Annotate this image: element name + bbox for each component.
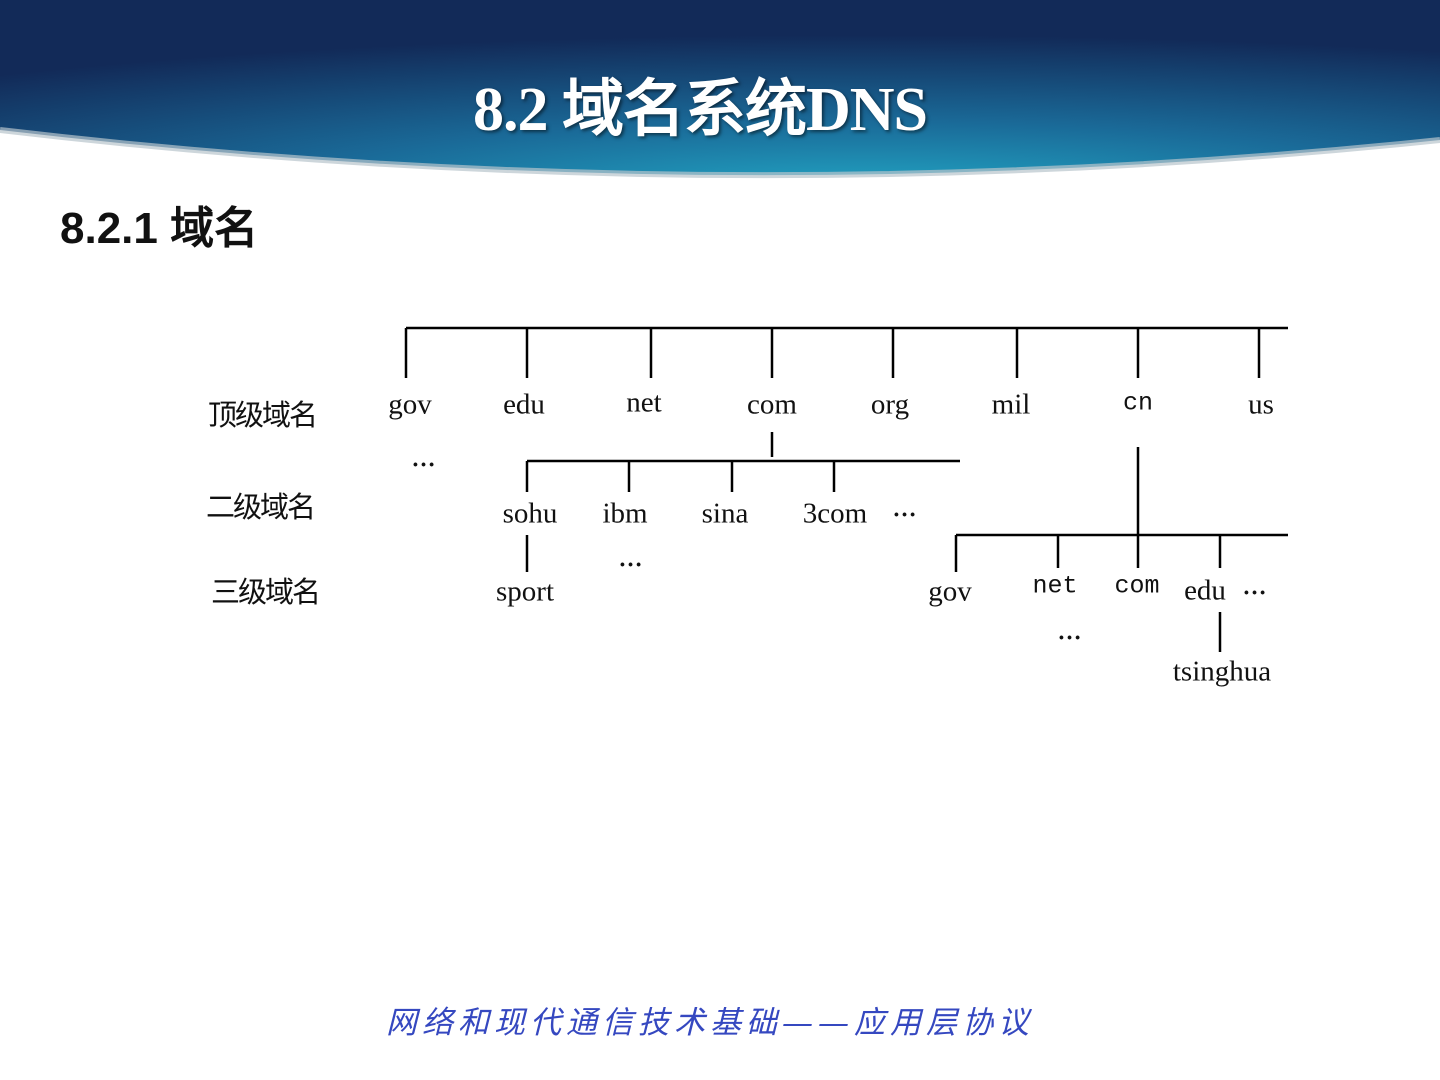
slide-title: 8.2 域名系统DNS: [472, 76, 928, 144]
node-sohu: sohu: [502, 497, 558, 530]
ellipsis-ibm: …: [618, 546, 644, 573]
node-cn-edu: edu: [1184, 574, 1226, 607]
ellipsis-gov: …: [411, 446, 437, 473]
title-banner: [0, 0, 1440, 195]
node-cn: cn: [1122, 388, 1154, 418]
ellipsis-cn-net: …: [1057, 619, 1083, 646]
node-org: org: [870, 388, 910, 421]
node-cn-com: com: [1114, 571, 1160, 601]
node-sport: sport: [496, 575, 554, 608]
node-tsinghua: tsinghua: [1172, 655, 1272, 688]
node-cn-gov: gov: [928, 575, 972, 608]
node-cn-net: net: [1032, 571, 1078, 601]
row-label-top-level: 顶级域名: [207, 398, 318, 432]
row-label-third-level: 三级域名: [210, 575, 321, 609]
ellipsis-cn: …: [1242, 574, 1268, 601]
node-us: us: [1248, 388, 1274, 421]
node-net: net: [626, 386, 662, 419]
node-gov: gov: [388, 388, 432, 421]
section-heading: 8.2.1 域名: [60, 204, 259, 253]
row-label-second-level: 二级域名: [205, 490, 316, 524]
node-edu: edu: [503, 388, 545, 421]
node-3com: 3com: [802, 497, 868, 530]
node-ibm: ibm: [602, 497, 648, 530]
node-mil: mil: [991, 388, 1031, 421]
ellipsis-com: …: [892, 496, 918, 523]
footer-course-title: 网络和现代通信技术基础——应用层协议: [386, 1005, 1034, 1041]
banner-background: [0, 0, 1440, 179]
node-sina: sina: [701, 497, 749, 530]
node-com: com: [747, 388, 797, 421]
